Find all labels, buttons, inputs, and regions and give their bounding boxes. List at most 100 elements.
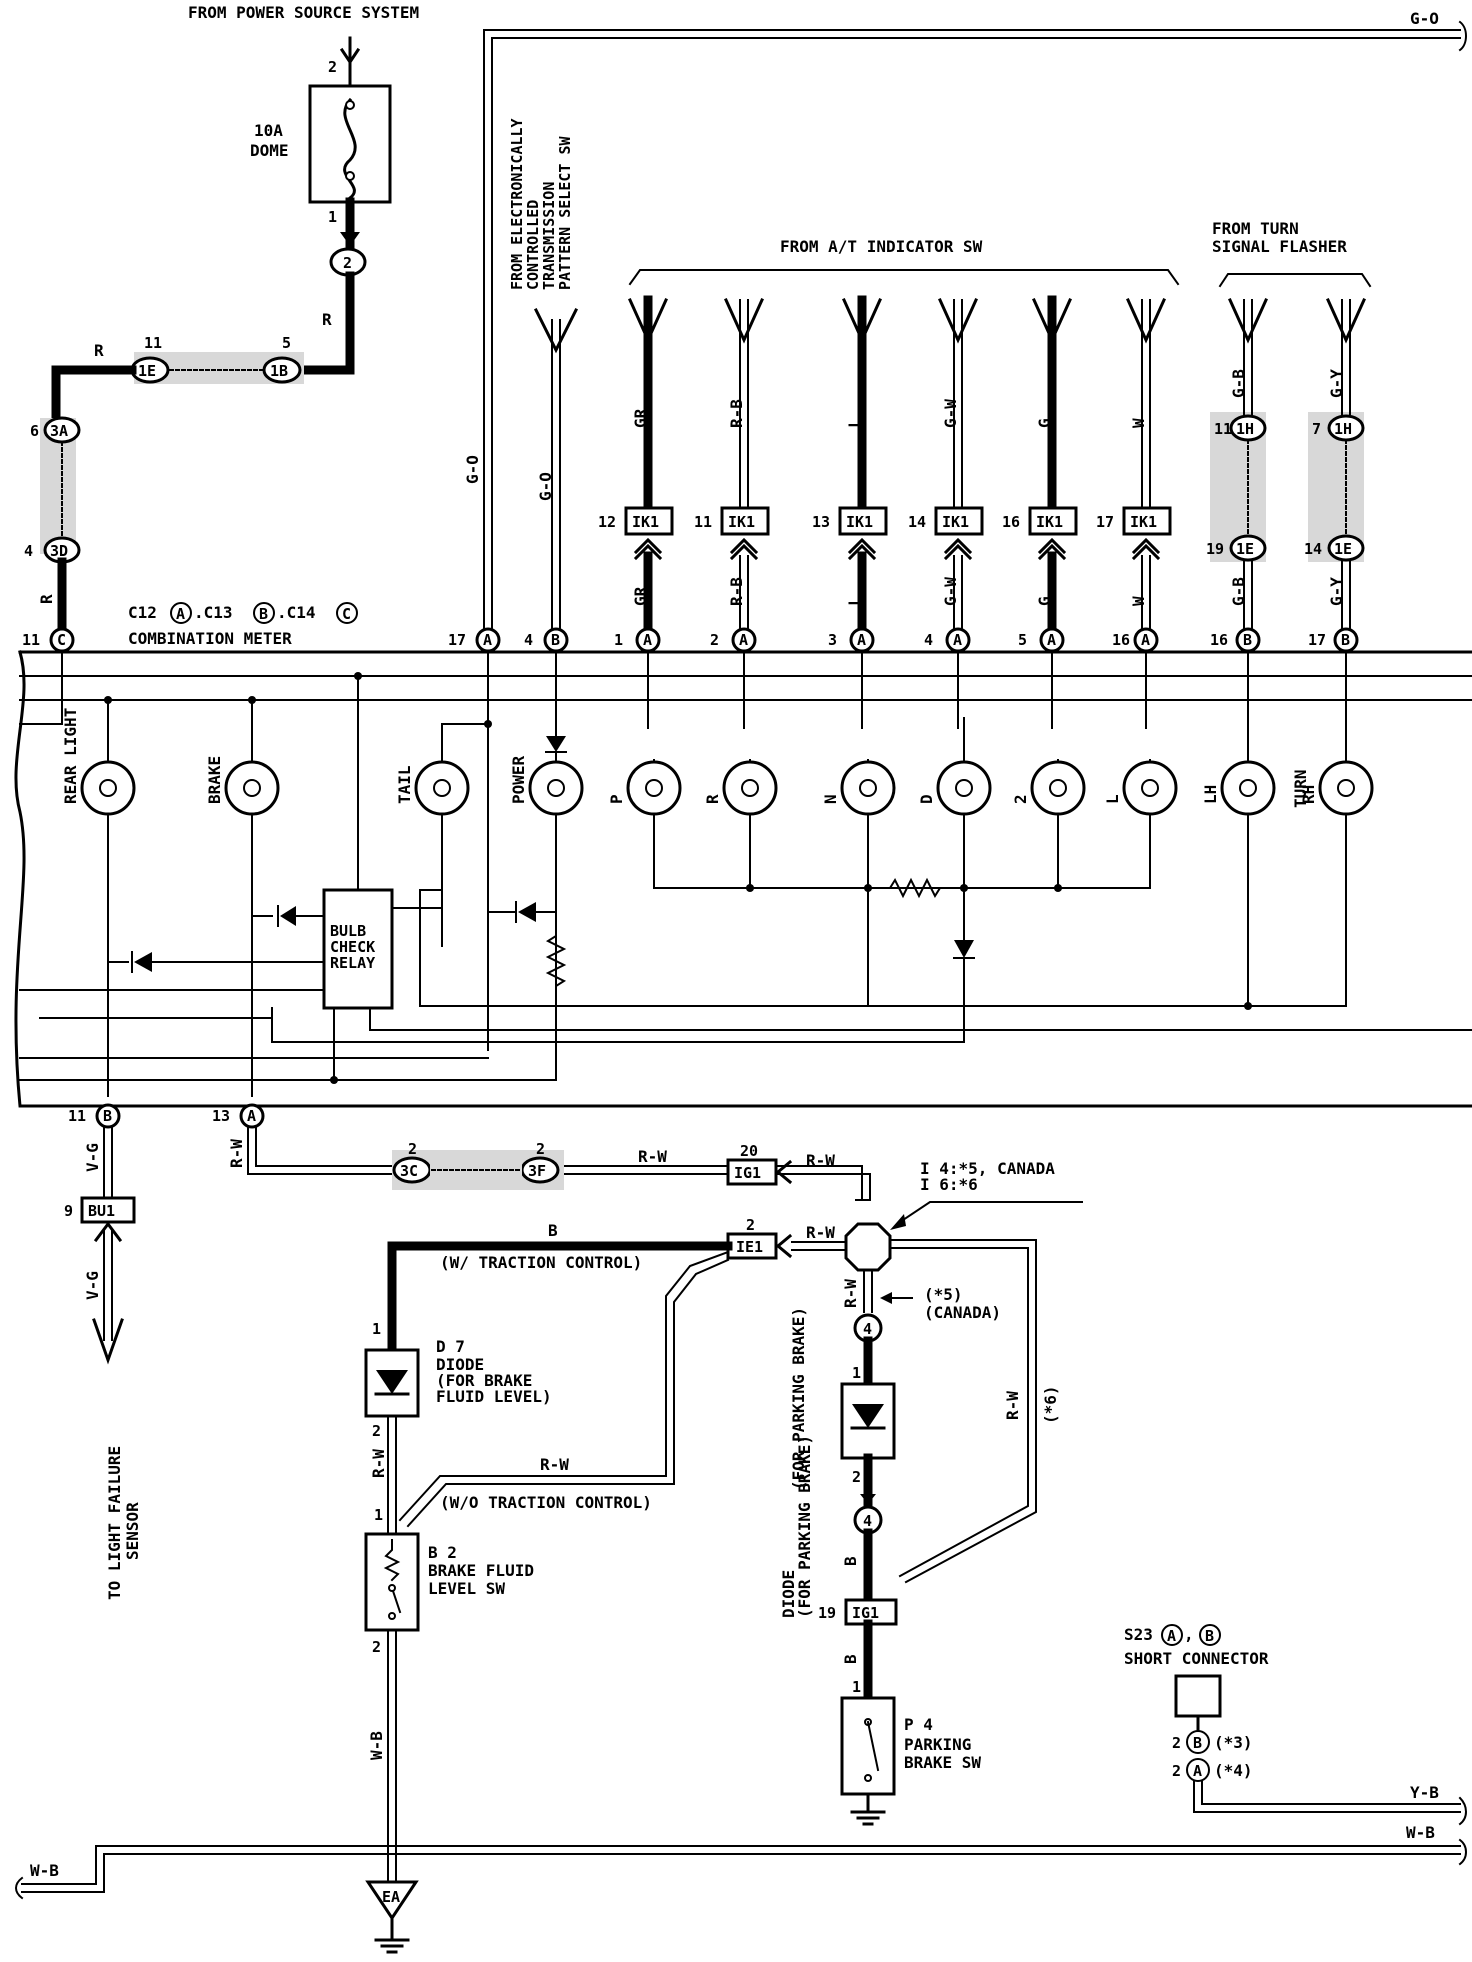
lamp-bulb-icon: [722, 760, 778, 816]
wire-b-p4: B: [841, 1654, 860, 1664]
svg-text:P: P: [607, 794, 626, 804]
svg-text:B: B: [259, 605, 268, 623]
wire-rw-meter: R-W: [227, 1139, 246, 1168]
svg-text:RH: RH: [1299, 785, 1318, 804]
svg-text:17: 17: [1308, 631, 1326, 649]
svg-text:A: A: [176, 605, 185, 623]
svg-text:1E: 1E: [1334, 540, 1352, 558]
svg-text:DIODE: DIODE: [779, 1570, 798, 1618]
svg-text:5: 5: [282, 334, 291, 352]
svg-text:1: 1: [852, 1678, 861, 1696]
at-wire-color: L: [845, 418, 864, 428]
svg-text:3: 3: [828, 631, 837, 649]
s23-title: S23 A , B: [1124, 1624, 1221, 1646]
svg-text:N: N: [821, 794, 840, 804]
svg-text:R: R: [703, 794, 722, 804]
svg-text:19: 19: [818, 1604, 836, 1622]
svg-text:17: 17: [1096, 513, 1114, 531]
fuse-pin-out: 1: [328, 208, 337, 226]
svg-text:C12: C12: [128, 603, 157, 622]
svg-text:L: L: [1103, 794, 1122, 804]
svg-text:11: 11: [694, 513, 712, 531]
wire-rw-wotc: R-W: [540, 1455, 569, 1474]
svg-text:BRAKE: BRAKE: [205, 756, 224, 804]
lamp-n: N: [821, 759, 896, 817]
wire-go-left: G-O: [463, 455, 482, 484]
svg-text:1: 1: [852, 1364, 861, 1382]
wire-vg-1: V-G: [83, 1143, 102, 1172]
d7-diode-icon: [376, 1370, 408, 1394]
svg-text:.C14: .C14: [277, 603, 316, 622]
svg-text:11: 11: [144, 334, 162, 352]
svg-text:IK1: IK1: [942, 513, 969, 531]
fuse-name: DOME: [250, 141, 289, 160]
svg-text:(*4): (*4): [1214, 1761, 1253, 1780]
svg-text:1: 1: [374, 1506, 383, 1524]
lamp-bulb-icon: [224, 760, 280, 816]
at-wire-color: G: [1035, 418, 1054, 428]
splice-junction: [844, 1222, 892, 1272]
svg-text:A: A: [1047, 631, 1056, 649]
svg-text:1E: 1E: [1236, 540, 1254, 558]
at-wire-color-low: GR: [631, 586, 650, 606]
svg-text:A: A: [739, 631, 748, 649]
svg-text:2: 2: [372, 1422, 381, 1440]
note5-2: (CANADA): [924, 1303, 1001, 1322]
turn-wire-color-low: G-B: [1229, 577, 1248, 606]
pb-diode-desc-2: DIODE (FOR PARKING BRAKE): [779, 1435, 814, 1618]
lamp-bulb-icon: [80, 760, 136, 816]
svg-text:2: 2: [852, 1468, 861, 1486]
at-indicator-header: FROM A/T INDICATOR SW: [780, 237, 983, 256]
svg-text:DIODE: DIODE: [436, 1355, 484, 1374]
svg-text:2: 2: [536, 1140, 545, 1158]
svg-text:6: 6: [30, 422, 39, 440]
relay-diode-icon: [280, 906, 296, 926]
svg-text:PARKING: PARKING: [904, 1735, 971, 1754]
svg-text:IK1: IK1: [1036, 513, 1063, 531]
wire-wb-b2: W-B: [367, 1731, 386, 1760]
svg-text:C: C: [342, 605, 351, 623]
wire-b-pb: B: [841, 1556, 860, 1566]
meter-title: C12 A .C13 B .C14 C: [128, 602, 358, 624]
svg-text:1E: 1E: [138, 362, 156, 380]
svg-text:17: 17: [448, 631, 466, 649]
svg-text:16: 16: [1112, 631, 1130, 649]
pb-diode-desc: (FOR PARKING BRAKE): [789, 1307, 808, 1490]
svg-text:POWER: POWER: [509, 755, 528, 804]
svg-text:FLUID LEVEL): FLUID LEVEL): [436, 1387, 552, 1406]
b2-name: B 2: [428, 1543, 457, 1562]
wire-vg-2: V-G: [83, 1271, 102, 1300]
p4-name: P 4: [904, 1715, 933, 1734]
at-wire-color: W: [1129, 418, 1148, 428]
wire-rw-pb: R-W: [841, 1279, 860, 1308]
at-wire-color: GR: [631, 408, 650, 428]
connector-ik1: [934, 506, 984, 536]
svg-text:13: 13: [812, 513, 830, 531]
svg-text:C: C: [57, 631, 66, 649]
svg-text:IG1: IG1: [852, 1604, 879, 1622]
meter-conn-brake: [239, 1103, 265, 1129]
meter-conn-rear: [95, 1103, 121, 1129]
svg-text:CHECK: CHECK: [330, 938, 375, 956]
svg-text:BULB: BULB: [330, 922, 366, 940]
junction-1e: [1229, 534, 1267, 562]
connector-ik1: [624, 506, 674, 536]
svg-text:TRANSMISSION: TRANSMISSION: [540, 182, 558, 290]
at-indicator-wires: GRIK112GRA1R-BIK111R-BA2LIK113LA3G-WIK11…: [598, 295, 1172, 729]
svg-text:A: A: [953, 631, 962, 649]
without-traction-control: (W/O TRACTION CONTROL): [440, 1493, 652, 1512]
wire-go-ect: G-O: [536, 472, 555, 501]
svg-text:CONTROLLED: CONTROLLED: [524, 200, 542, 290]
wire-go-top: G-O: [1410, 9, 1439, 28]
svg-text:16: 16: [1210, 631, 1228, 649]
lamp-d: D: [917, 759, 992, 817]
svg-text:A: A: [247, 1107, 256, 1125]
at-wire-color-low: W: [1129, 596, 1148, 606]
svg-text:5: 5: [1018, 631, 1027, 649]
lamp-brake: BRAKE: [205, 756, 280, 817]
svg-text:14: 14: [1304, 540, 1322, 558]
with-traction-control: (W/ TRACTION CONTROL): [440, 1253, 642, 1272]
